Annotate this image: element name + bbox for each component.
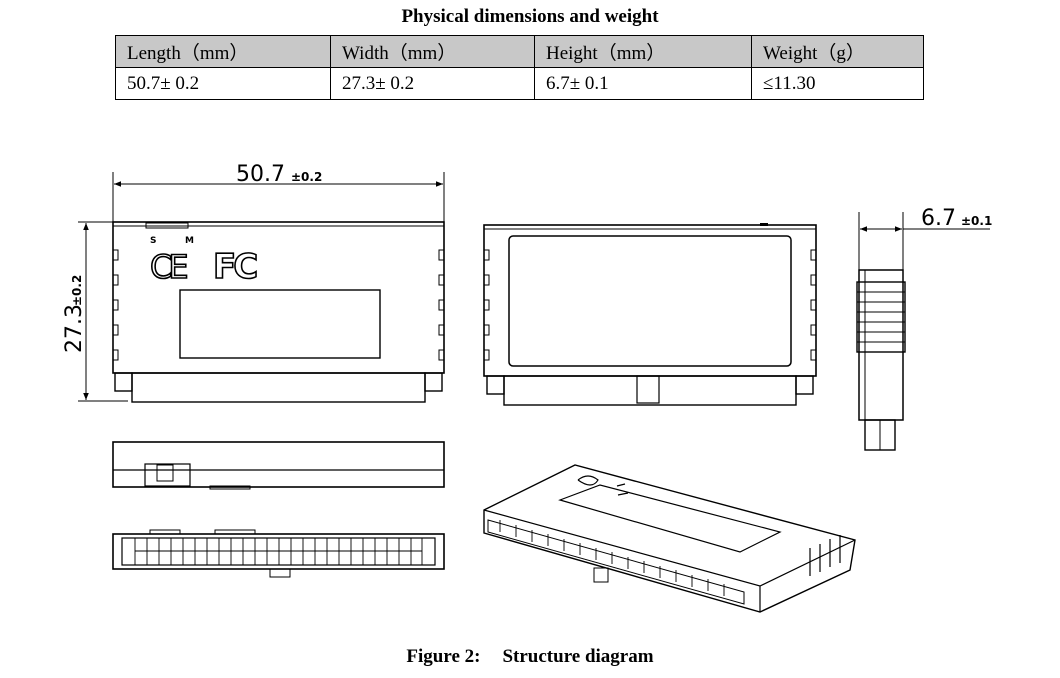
length-tolerance-label: ±0.2 [291,170,322,184]
width-tolerance-label: ±0.2 [70,275,84,306]
height-dimension-label: 6.7 [921,206,956,231]
figure-label: Figure 2: [406,646,481,667]
header-width: Width（mm） [330,35,535,68]
fc-mark: FC [213,247,256,287]
table-row: 50.7± 0.2 27.3± 0.2 6.7± 0.1 ≤11.30 [115,67,924,100]
value-width: 27.3± 0.2 [330,67,535,100]
connector-view [112,529,445,578]
width-dimension-label: 27.3 [62,304,87,353]
figure-caption: Figure 2: Structure diagram [0,646,1060,668]
value-length: 50.7± 0.2 [115,67,331,100]
mark-m: M [185,236,194,246]
table-title: Physical dimensions and weight [401,6,659,27]
mark-s: S [150,236,156,246]
ce-mark: CE [150,248,187,286]
isometric-view [483,464,856,613]
length-dimension-label: 50.7 [236,162,285,187]
side-view [856,212,990,451]
table-header-row: Length（mm） Width（mm） Height（mm） Weight（g… [115,35,924,68]
top-view [112,441,445,490]
front-view [78,172,445,403]
header-height: Height（mm） [534,35,752,68]
figure-title: Structure diagram [502,646,654,667]
back-view [483,223,817,406]
header-weight: Weight（g） [751,35,924,68]
dimensions-table: Length（mm） Width（mm） Height（mm） Weight（g… [115,35,924,100]
height-tolerance-label: ±0.1 [961,214,992,228]
value-weight: ≤11.30 [751,67,924,100]
value-height: 6.7± 0.1 [534,67,752,100]
